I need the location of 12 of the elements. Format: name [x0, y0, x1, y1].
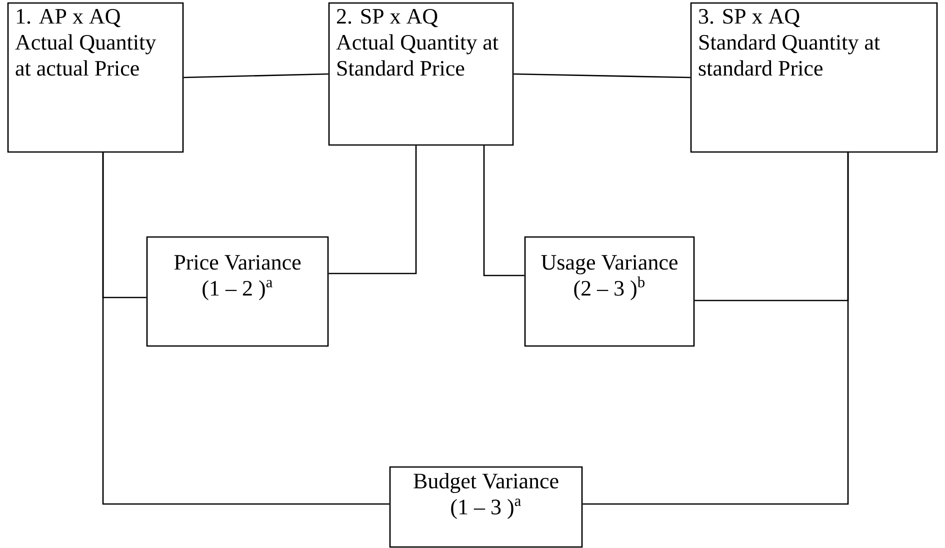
connector-line — [483, 146, 524, 276]
connector-line — [102, 152, 390, 505]
box: Usage Variance (2 – 3 )$^{b}$ — [524, 236, 695, 347]
connector-line — [328, 146, 417, 274]
box: 3. SP x AQ Standard Quantity at standard Price — [690, 2, 938, 153]
box: Budget Variance (1 – 3 )$^{a}$ — [389, 466, 583, 548]
connector-line — [184, 73, 328, 78]
box: 1. AP x AQ Actual Quantity at actual Price — [7, 2, 184, 153]
connector-line — [582, 152, 849, 505]
connector-line — [514, 73, 690, 78]
box: Price Variance (1 – 2 )$^{a}$ — [146, 236, 329, 347]
box: 2. SP x AQ Actual Quantity at Standard Price — [328, 2, 514, 146]
